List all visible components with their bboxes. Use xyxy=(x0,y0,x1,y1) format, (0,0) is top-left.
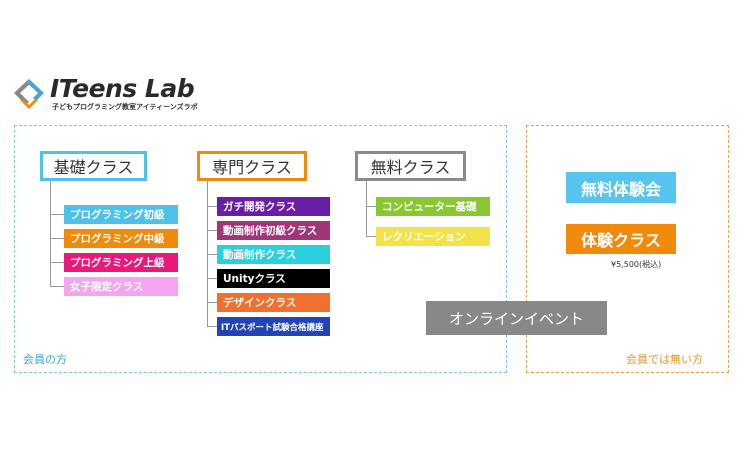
free-tree-line xyxy=(366,181,367,237)
basic-branch xyxy=(50,214,64,215)
free-branch xyxy=(366,236,376,237)
free-class-item[interactable]: コンピューター基礎 xyxy=(376,197,490,216)
free-trial-box[interactable]: 無料体験会 xyxy=(566,172,676,203)
basic-class-item[interactable]: プログラミング初級 xyxy=(64,205,178,224)
basic-tree-line xyxy=(50,181,51,286)
special-branch xyxy=(207,302,217,303)
special-class-item[interactable]: ITパスポート試験合格講座 xyxy=(217,317,330,336)
paid-trial-box[interactable]: 体験クラス xyxy=(566,224,676,254)
special-class-item[interactable]: 動画制作クラス xyxy=(217,245,330,264)
special-class-item[interactable]: ガチ開発クラス xyxy=(217,197,330,216)
special-branch xyxy=(207,254,217,255)
logo-title: ITeens Lab xyxy=(50,74,195,103)
special-branch xyxy=(207,230,217,231)
basic-class-item[interactable]: プログラミング中級 xyxy=(64,229,178,248)
special-class-item[interactable]: Unityクラス xyxy=(217,269,330,288)
free-branch xyxy=(366,206,376,207)
special-class-item[interactable]: 動画制作初級クラス xyxy=(217,221,330,240)
free-class-item[interactable]: レクリエーション xyxy=(376,227,490,246)
basic-class-header: 基礎クラス xyxy=(40,151,147,181)
nonmembers-area-label: 会員では無い方 xyxy=(626,353,703,366)
logo: ITeens Lab 子どもプログラミング教室アイティーンズラボ xyxy=(10,74,200,114)
basic-branch xyxy=(50,238,64,239)
free-class-header: 無料クラス xyxy=(355,151,466,181)
paid-trial-price: ¥5,500(税込) xyxy=(611,260,662,269)
special-class-item[interactable]: デザインクラス xyxy=(217,293,330,312)
basic-class-item[interactable]: プログラミング上級 xyxy=(64,253,178,272)
special-branch xyxy=(207,278,217,279)
basic-class-item[interactable]: 女子限定クラス xyxy=(64,277,178,296)
members-area xyxy=(14,125,507,373)
special-branch xyxy=(207,206,217,207)
special-branch xyxy=(207,326,217,327)
nonmembers-area xyxy=(526,125,729,373)
logo-subtitle: 子どもプログラミング教室アイティーンズラボ xyxy=(52,103,198,111)
basic-branch xyxy=(50,286,64,287)
basic-branch xyxy=(50,262,64,263)
members-area-label: 会員の方 xyxy=(23,353,67,366)
online-event-box[interactable]: オンラインイベント xyxy=(426,301,607,335)
special-class-header: 専門クラス xyxy=(197,151,307,181)
logo-mark-icon xyxy=(14,79,44,109)
